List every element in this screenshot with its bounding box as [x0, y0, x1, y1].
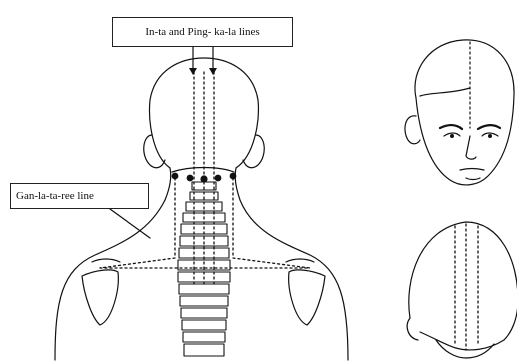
collar — [436, 340, 494, 358]
nose — [466, 136, 476, 159]
left-ear-top — [407, 318, 418, 340]
chin-line — [466, 178, 480, 180]
face-outline — [415, 40, 514, 185]
meridian-lines-label: In-ta and Ping- ka-la lines — [112, 17, 293, 47]
top-view-figure — [407, 222, 517, 358]
right-acromion — [286, 259, 314, 262]
gan-la-ta-ree-label: Gan-la-ta-ree line — [10, 183, 149, 209]
arrowheads — [189, 68, 217, 75]
right-eyebrow — [478, 125, 500, 129]
back-view-figure — [55, 58, 348, 360]
label-pointers — [110, 45, 213, 238]
mouth — [460, 169, 484, 171]
right-scapula — [289, 270, 325, 325]
neck-left — [165, 168, 171, 200]
left-shoulder-outline — [55, 200, 165, 360]
eye-pupils — [450, 134, 492, 138]
crown-outline — [409, 222, 517, 340]
left-scapula — [82, 270, 118, 325]
right-shoulder-outline — [240, 200, 348, 360]
hairline — [420, 88, 470, 96]
left-ear — [144, 135, 165, 168]
neck-right — [235, 168, 240, 200]
occipital-curve — [172, 168, 234, 173]
top-head-lines — [455, 224, 478, 350]
left-acromion — [92, 259, 120, 262]
side-label-leader — [110, 209, 150, 238]
left-eyebrow — [440, 125, 462, 129]
face-view-figure — [405, 40, 514, 185]
face-ear — [405, 116, 420, 144]
